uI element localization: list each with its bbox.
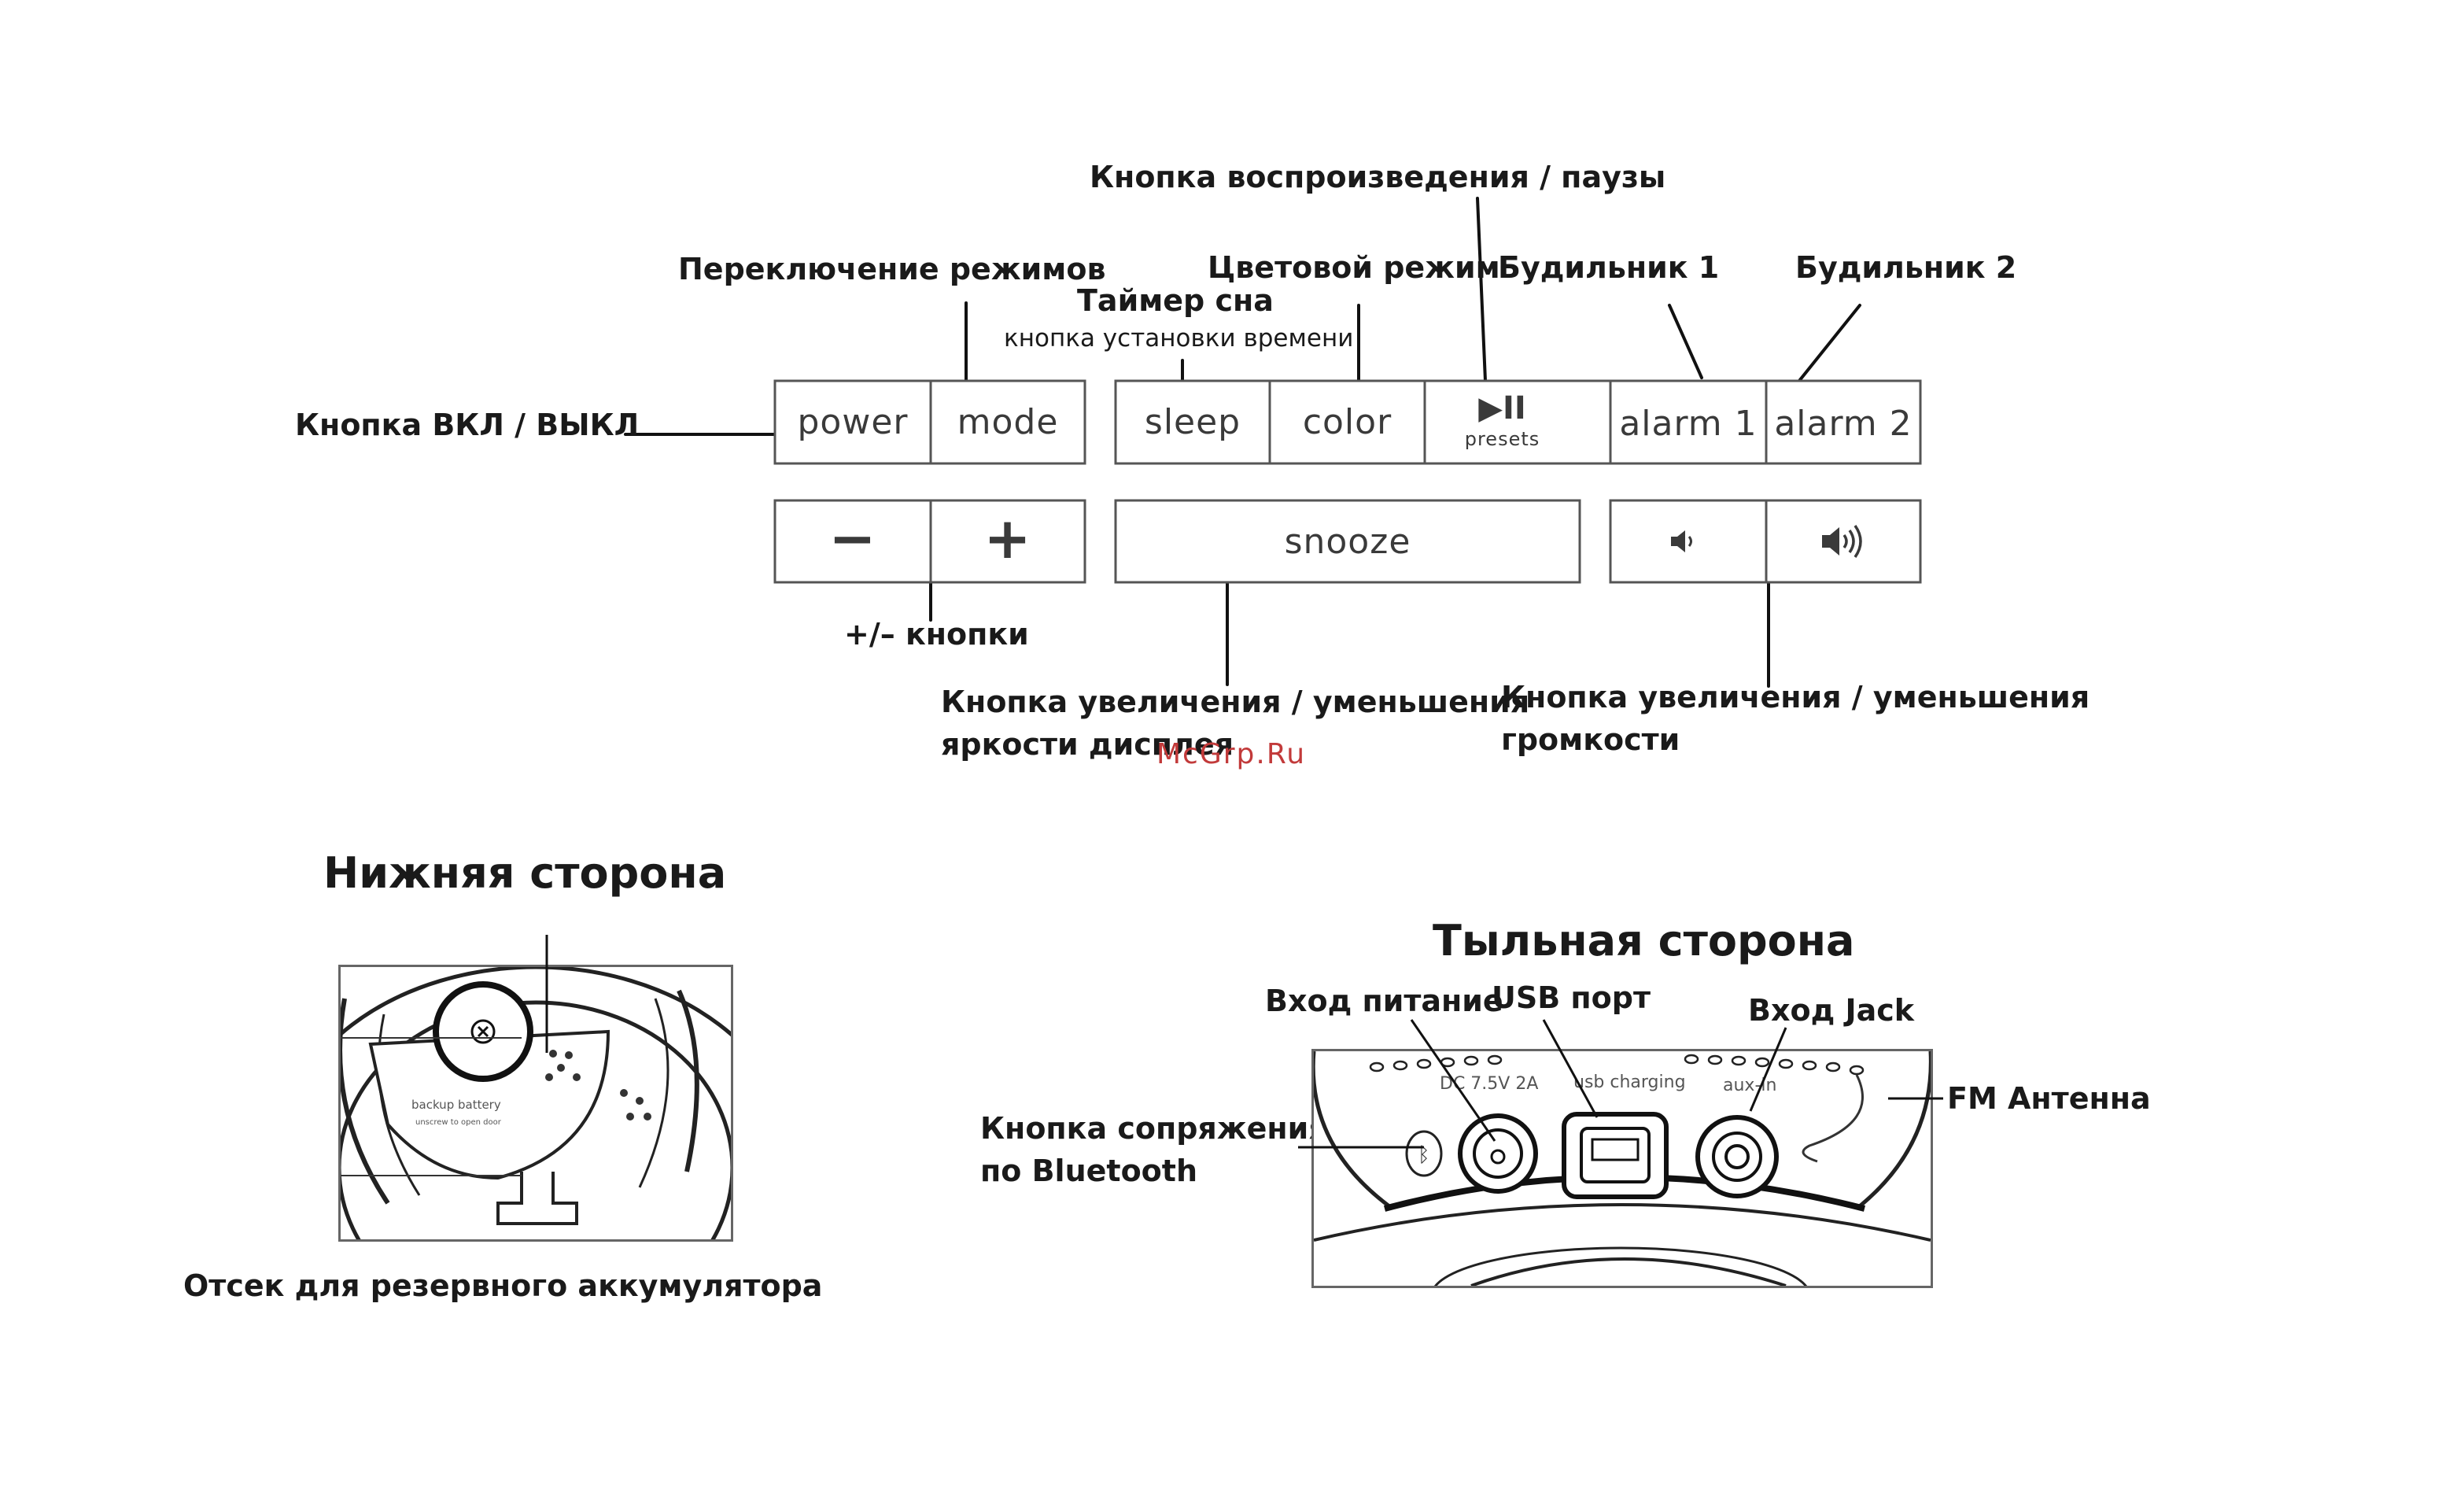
power-input-label: Вход питание <box>1265 984 1503 1018</box>
playback-label: Кнопка воспроизведения / паузы <box>1090 160 1666 194</box>
usb-port-label: USB порт <box>1492 980 1651 1015</box>
bottom-device-illustration: backup battery unscrew to open door <box>341 967 731 1239</box>
plus-button[interactable]: + <box>983 505 1032 571</box>
jack-input-label: Вход Jack <box>1748 993 1915 1028</box>
back-device-illustration: DC 7.5V 2A usb charging aux-in ᛒ <box>1314 1051 1931 1286</box>
sleep-timer-label: Таймер сна <box>1077 283 1274 318</box>
speaker-low-icon[interactable] <box>1666 526 1698 557</box>
plus-minus-label: +/– кнопки <box>844 617 1029 652</box>
color-mode-label: Цветовой режим <box>1208 250 1500 285</box>
snooze-button[interactable]: snooze <box>1284 521 1411 562</box>
volume-label-line2: громкости <box>1501 722 1680 757</box>
backup-battery-text: backup battery <box>411 1098 501 1112</box>
alarm2-button[interactable]: alarm 2 <box>1774 404 1913 444</box>
play-pause-button[interactable]: ▶II presets <box>1425 381 1580 463</box>
back-photo: DC 7.5V 2A usb charging aux-in ᛒ <box>1311 1049 1933 1288</box>
mode-switch-label: Переключение режимов <box>678 252 1106 286</box>
power-onoff-label: Кнопка ВКЛ / ВЫКЛ <box>295 408 640 442</box>
minus-button[interactable]: − <box>828 505 877 571</box>
backup-battery-subtext: unscrew to open door <box>415 1118 502 1127</box>
alarm1-label: Будильник 1 <box>1498 250 1720 285</box>
color-button[interactable]: color <box>1302 402 1392 442</box>
fm-antenna-label: FM Антенна <box>1947 1081 2151 1116</box>
brightness-label-line1: Кнопка увеличения / уменьшения <box>941 685 1530 719</box>
alarm1-button[interactable]: alarm 1 <box>1619 404 1758 444</box>
bluetooth-label-line2: по Bluetooth <box>980 1154 1198 1188</box>
bluetooth-label-line1: Кнопка сопряжения <box>980 1111 1328 1146</box>
bottom-side-title: Нижняя сторона <box>323 848 727 898</box>
power-button[interactable]: power <box>797 402 909 442</box>
bottom-photo: backup battery unscrew to open door <box>338 965 733 1242</box>
mode-button[interactable]: mode <box>957 402 1059 442</box>
time-set-label: кнопка установки времени <box>1004 324 1354 353</box>
back-side-title: Тыльная сторона <box>1433 916 1855 965</box>
presets-label: presets <box>1464 428 1540 450</box>
speaker-high-icon[interactable] <box>1817 521 1869 562</box>
volume-label-line1: Кнопка увеличения / уменьшения <box>1501 680 2090 714</box>
usb-port-text: usb charging <box>1573 1073 1686 1092</box>
alarm2-label: Будильник 2 <box>1795 250 2017 285</box>
battery-compartment-caption: Отсек для резервного аккумулятора <box>183 1268 823 1303</box>
brightness-label-line2: яркости дисплея <box>941 727 1234 762</box>
aux-port-text: aux-in <box>1723 1076 1776 1095</box>
sleep-button[interactable]: sleep <box>1144 402 1241 442</box>
battery-pointer-line <box>545 935 548 1053</box>
play-pause-icon: ▶II <box>1478 390 1526 426</box>
watermark: McGrp.Ru <box>1156 738 1307 770</box>
